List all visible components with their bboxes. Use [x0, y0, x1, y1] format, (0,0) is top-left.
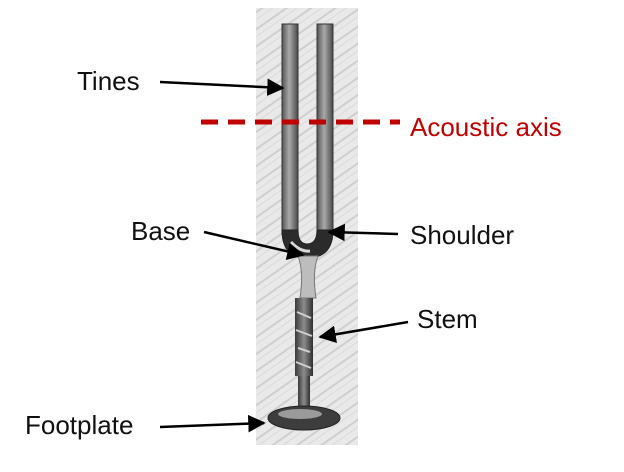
- shoulder-arrow: [327, 223, 399, 242]
- tines-arrow: [159, 78, 285, 96]
- footplate-post: [298, 376, 310, 410]
- stem-label: Stem: [417, 304, 478, 334]
- stem-arrow: [318, 320, 409, 343]
- tines-label: Tines: [77, 66, 140, 96]
- base-arrow: [203, 230, 305, 260]
- footplate-label: Footplate: [25, 410, 134, 440]
- left-tine: [281, 23, 299, 235]
- right-tine: [316, 23, 334, 235]
- acoustic-axis-label: Acoustic axis: [410, 112, 562, 142]
- footplate-highlight: [278, 409, 322, 419]
- footplate-arrow: [159, 414, 266, 433]
- stem-texture: [295, 311, 313, 369]
- shoulder-label: Shoulder: [410, 220, 515, 250]
- base-label: Base: [131, 216, 191, 246]
- fork-neck: [297, 255, 319, 299]
- tuning-fork-photo: [256, 8, 358, 445]
